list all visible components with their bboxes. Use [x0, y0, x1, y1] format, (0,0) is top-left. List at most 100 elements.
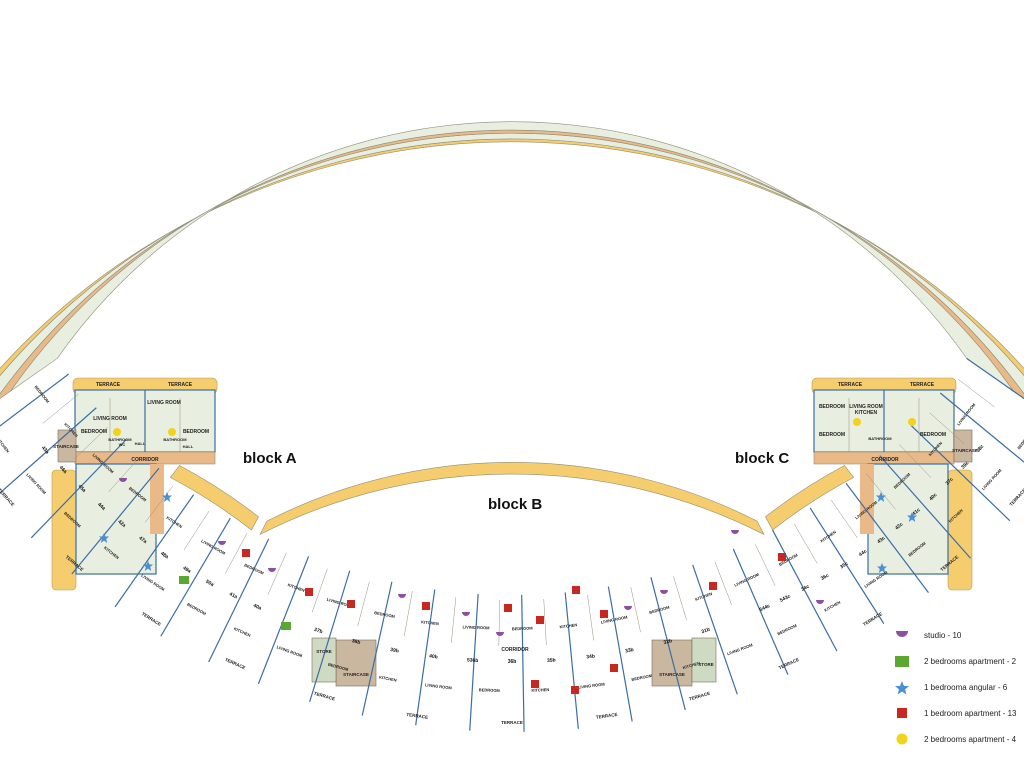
inner-terrace-b: [259, 462, 765, 536]
wing-a-rooms: [75, 463, 157, 575]
block-a-unit-number: 46a: [58, 465, 68, 475]
block-b-unit-number: 31b: [701, 627, 711, 635]
staircase-label: STAIRCASE: [952, 448, 978, 453]
hall-label: HALL: [183, 444, 194, 449]
room-label: KITCHEN: [421, 619, 439, 626]
purple-semicircle-icon: [268, 568, 276, 572]
wall-line: [966, 357, 1024, 400]
bedroom-label: BEDROOM: [183, 429, 209, 435]
purple-semicircle-icon: [119, 478, 127, 482]
partition-line: [673, 576, 687, 621]
red-square-icon: [600, 610, 608, 618]
blue-star-icon: [876, 492, 886, 502]
room-label: BEDROOM: [649, 604, 671, 615]
block-a-label: block A: [243, 450, 297, 467]
red-square-icon: [778, 553, 786, 561]
partition-line: [630, 587, 641, 633]
living-room-label: LIVING ROOM: [849, 404, 883, 410]
block-a-unit-number: 45a: [77, 484, 87, 494]
yellow-circle-icon: [896, 733, 908, 745]
legend-item-studio: studio - 10: [890, 628, 1020, 654]
room-label: KITCHEN: [823, 600, 841, 613]
room-label: BEDROOM: [776, 623, 798, 637]
blue-star-icon: [907, 512, 917, 522]
wall-line: [939, 392, 1024, 463]
partition-line: [311, 568, 328, 613]
purple-semicircle-icon: [816, 600, 824, 604]
block-c-label: block C: [735, 450, 790, 467]
purple-semicircle-icon: [896, 631, 908, 637]
blue-star-icon: [162, 492, 172, 502]
red-square-icon: [709, 582, 717, 590]
living-room-label: LIVING ROOM: [93, 416, 127, 422]
block-b-unit-number: 39b: [390, 647, 400, 655]
legend-label: studio - 10: [924, 631, 962, 640]
block-c-unit-number: 41c: [911, 507, 921, 517]
partition-line: [929, 412, 965, 444]
room-label: BEDROOM: [327, 662, 349, 673]
staircase-left: [335, 639, 377, 687]
wall-line: [521, 594, 525, 732]
blue-star-icon: [877, 563, 887, 573]
block-a-unit-number: 43a: [40, 445, 50, 455]
terrace-label: TERRACE: [1009, 488, 1024, 508]
legend-item-1-bedroom-angular: 1 bedrooma angular - 6: [890, 680, 1020, 706]
block-b-unit-number: 37b: [313, 627, 323, 635]
wall-line: [564, 592, 579, 729]
terrace-label: TERRACE: [141, 611, 162, 627]
room-label: LIVING ROOM: [956, 402, 977, 427]
purple-semicircle-icon: [398, 594, 406, 598]
wall-line: [361, 581, 393, 716]
terrace-label: TERRACE: [838, 382, 863, 388]
bathroom-label: BATHROOM: [108, 437, 132, 442]
red-square-icon: [610, 664, 618, 672]
blue-star-icon: [99, 533, 109, 543]
block-c-unit-number: 38c: [975, 443, 985, 453]
room-label: LIVING ROOM: [140, 573, 166, 592]
red-square-icon: [536, 616, 544, 624]
wall-line: [732, 548, 789, 675]
wall-line: [114, 494, 195, 608]
partition-line: [866, 473, 896, 510]
terrace-label: TERRACE: [688, 691, 710, 702]
room-label: BEDROOM: [512, 625, 534, 631]
corridor: [0, 129, 1024, 399]
red-square-icon: [242, 549, 250, 557]
legend-label: 2 bedrooms apartment - 2: [924, 657, 1017, 666]
terrace-label: TERRACE: [862, 611, 883, 627]
wall-line: [845, 482, 929, 594]
block-a-unit-number: 47a: [137, 535, 147, 545]
terrace-label: TERRACE: [910, 382, 935, 388]
room-label: LIVING ROOM: [25, 472, 47, 496]
wall-line: [71, 467, 160, 575]
wall-line: [309, 570, 351, 702]
room-label: KITCHEN: [531, 687, 549, 693]
wall-line: [469, 593, 479, 731]
room-label: LIVING ROOM: [276, 644, 304, 658]
bathroom-label: BATHROOM: [163, 437, 187, 442]
partition-line: [267, 552, 287, 595]
wall-line: [0, 373, 70, 427]
green-rectangle-icon: [179, 576, 189, 584]
purple-semicircle-icon: [731, 530, 739, 534]
room-label: LIVING ROOM: [578, 681, 606, 689]
block-c-unit-number: 35c: [839, 561, 849, 571]
red-square-icon: [531, 680, 539, 688]
room-label: KITCHEN: [559, 622, 577, 629]
legend-label: 1 bedroom apartment - 13: [924, 709, 1017, 718]
wall-line: [160, 517, 231, 637]
block-c-unit-number: 36c: [820, 573, 830, 582]
terrace-label: TERRACE: [596, 712, 618, 720]
partition-line: [498, 599, 501, 646]
block-b-label: block B: [488, 496, 543, 513]
legend-item-2-bedrooms-apartment: 2 bedrooms apartment - 2: [890, 654, 1020, 680]
inner-terrace-c: [765, 465, 855, 531]
wall-line: [650, 577, 686, 711]
block-b-unit-number: 33b: [625, 647, 635, 655]
wall-line: [879, 455, 971, 559]
red-square-icon: [305, 588, 313, 596]
yellow-circle-icon: [908, 418, 916, 426]
side-terrace-c: [947, 469, 973, 591]
terrace-label: TERRACE: [0, 488, 15, 508]
room-label: BEDROOM: [34, 384, 51, 404]
